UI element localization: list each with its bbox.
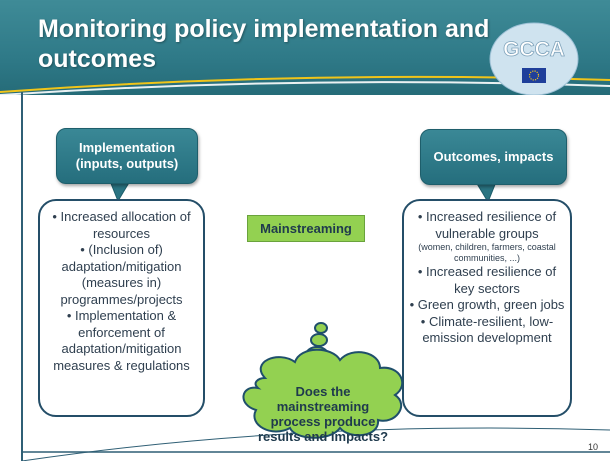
list-item: • Increased allocation of resources [52,209,191,241]
list-item: • Green growth, green jobs [409,297,565,312]
page-number: 10 [588,442,599,452]
outcomes-callout: Outcomes, impacts [420,129,567,185]
list-item: • Climate-resilient, low-emission develo… [420,313,554,346]
title-bar: Monitoring policy implementation and out… [0,0,610,95]
list-item-text: • Increased resilience of vulnerable gro… [417,209,557,241]
implementation-panel: • Increased allocation of resources • (I… [38,199,205,417]
slide-title: Monitoring policy implementation and out… [38,15,490,73]
cloud-question: Does the mainstreaming process produce r… [257,384,389,444]
list-item-note: (women, children, farmers, coastal commu… [418,242,556,263]
implementation-callout-label: Implementation (inputs, outputs) [75,140,179,171]
outcomes-callout-label: Outcomes, impacts [433,149,554,164]
outcomes-panel: • Increased resilience of vulnerable gro… [402,199,572,417]
list-item: • Increased resilience of key sectors [417,264,557,296]
logo-text: GCCA [503,38,565,61]
list-item: • Increased resilience of vulnerable gro… [408,209,566,264]
list-item: • (Inclusion of) adaptation/mitigation (… [60,242,183,307]
implementation-callout: Implementation (inputs, outputs) [56,128,198,184]
mainstreaming-label: Mainstreaming [247,215,365,242]
list-item: • Implementation & enforcement of adapta… [53,308,190,373]
mainstreaming-label-text: Mainstreaming [260,221,352,236]
gcca-logo: GCCA [489,22,579,95]
